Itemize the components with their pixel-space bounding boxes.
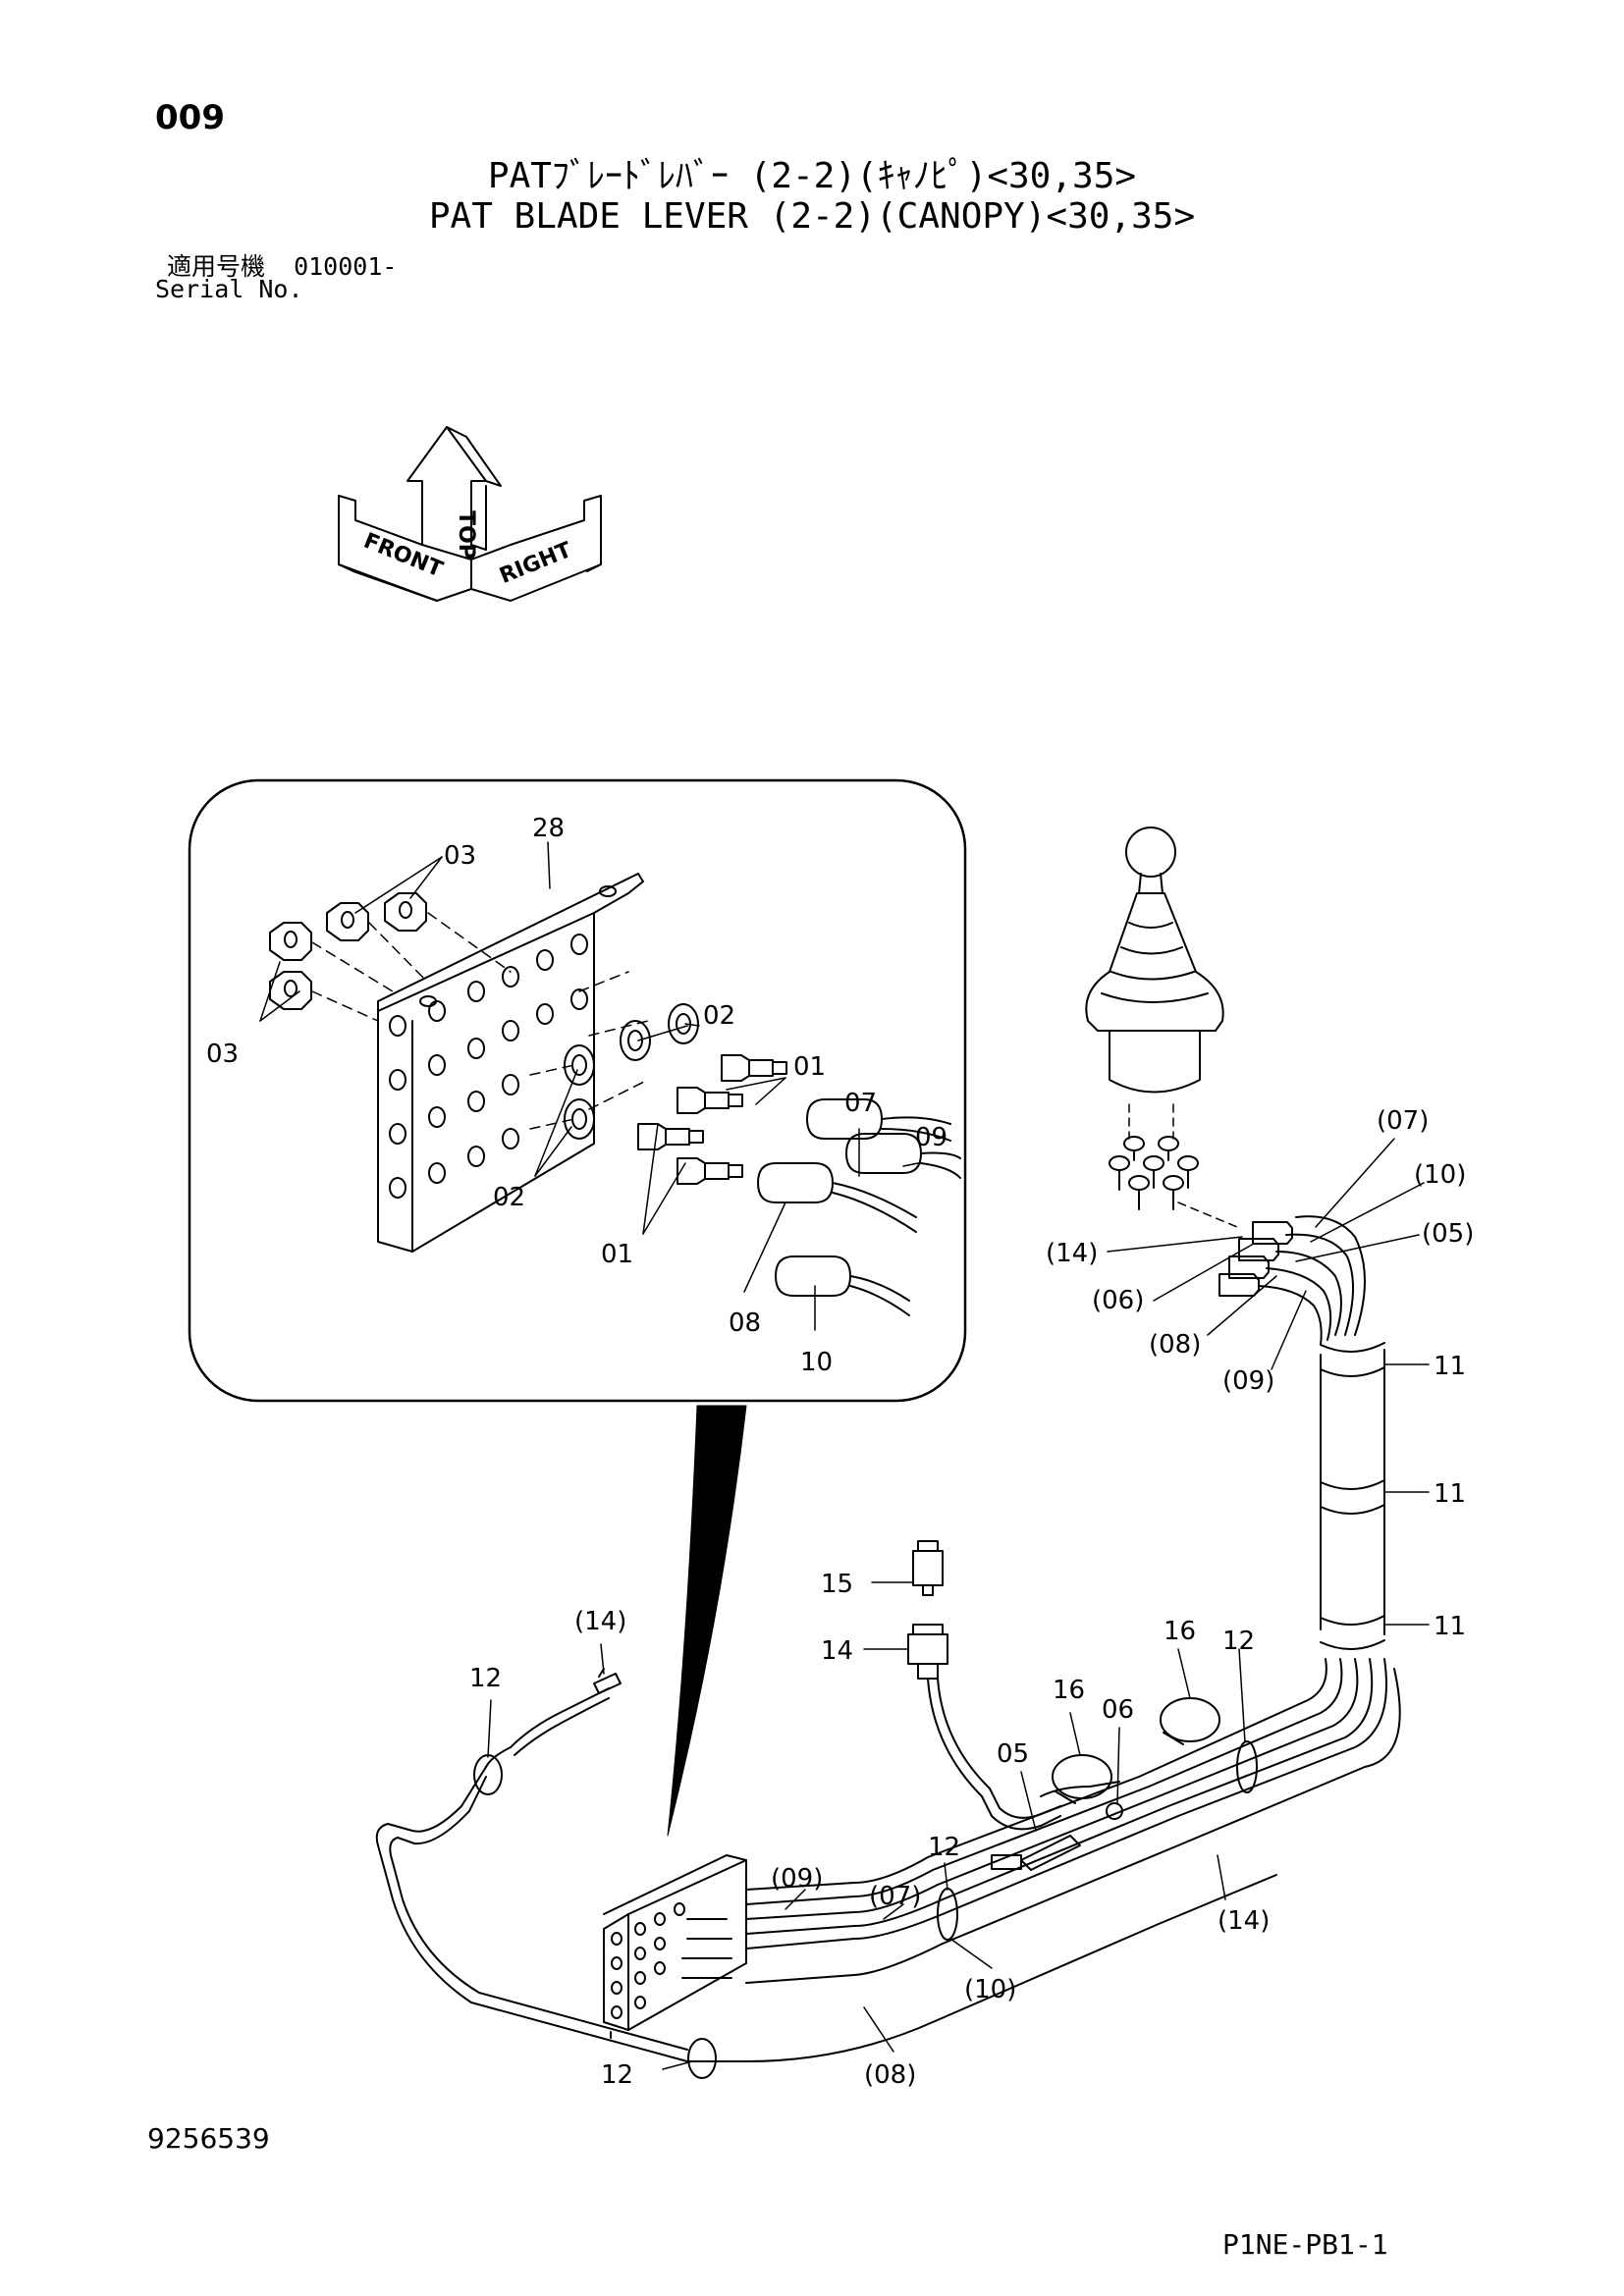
hose-bundle-upper — [1218, 1215, 1366, 1346]
callout-03-left: 03 — [206, 1040, 239, 1069]
callout-09: 09 — [915, 1123, 947, 1152]
callout-05: 05 — [997, 1739, 1029, 1769]
callout-01-top: 01 — [793, 1052, 826, 1082]
hose-ends — [757, 1098, 961, 1316]
pilot-valve-lever — [1085, 827, 1224, 1094]
callout-08-paren-lower: (08) — [864, 2060, 916, 2090]
page-code: P1NE-PB1-1 — [1222, 2228, 1388, 2261]
bracket-plate — [377, 873, 644, 1253]
callout-02-top: 02 — [703, 1001, 735, 1031]
left-wire-harness — [375, 1668, 1277, 2079]
valve-ports — [1109, 1136, 1199, 1210]
serial-value: 010001- — [294, 252, 398, 281]
callout-16-left: 16 — [1053, 1676, 1085, 1705]
bottom-bracket — [603, 1854, 747, 2039]
callout-07-paren: (07) — [1377, 1106, 1429, 1136]
assembly-lines — [311, 912, 649, 1130]
protector-tube — [1320, 1342, 1385, 1651]
right-arrow — [470, 495, 602, 602]
detail-leaders — [259, 841, 919, 1331]
callout-02-bottom: 02 — [493, 1183, 525, 1212]
orientation-indicator: TOP FRONT RIGHT — [338, 426, 602, 602]
callout-12-left: 12 — [469, 1664, 502, 1693]
serial-label-jp: 適用号機 — [167, 252, 266, 281]
callout-14-paren-upper: (14) — [1046, 1239, 1098, 1268]
drawing-number: 9256539 — [147, 2122, 270, 2155]
callout-11-bottom: 11 — [1434, 1612, 1466, 1641]
detail-frame — [188, 778, 967, 1403]
callout-15: 15 — [821, 1570, 853, 1599]
callout-05-paren: (05) — [1422, 1219, 1474, 1249]
top-label: TOP — [454, 510, 478, 560]
callout-11-top: 11 — [1434, 1352, 1466, 1381]
callout-14-paren-right: (14) — [1218, 1906, 1270, 1936]
callout-11-middle: 11 — [1434, 1479, 1466, 1509]
main-assembly: (07) (10) (05) (14) (06) (08) (09) 11 11… — [375, 827, 1474, 2090]
callout-08: 08 — [729, 1308, 761, 1338]
serial-applicability: 適用号機 010001- — [167, 247, 397, 283]
callout-28: 28 — [532, 814, 565, 843]
callout-10-paren-lower: (10) — [964, 1975, 1016, 2004]
callout-12-bottom: 12 — [601, 2060, 633, 2090]
callout-07-paren-lower: (07) — [869, 1882, 921, 1911]
detail-inset: 28 03 03 02 02 01 01 07 09 08 10 — [188, 778, 967, 1403]
callout-12-right: 12 — [1222, 1627, 1255, 1656]
hex-nuts — [269, 892, 427, 1010]
callout-08-paren-upper: (08) — [1149, 1330, 1201, 1360]
callout-09-paren-lower: (09) — [771, 1864, 823, 1894]
callout-06: 06 — [1102, 1695, 1134, 1725]
main-leaders — [487, 1138, 1430, 2070]
callout-12-center: 12 — [928, 1833, 960, 1862]
callout-06-paren: (06) — [1092, 1286, 1144, 1315]
harness-connector — [907, 1540, 1120, 1871]
page-number: 009 — [155, 98, 225, 137]
title-japanese: PATﾌﾞﾚｰﾄﾞﾚﾊﾞｰ (2-2)(ｷｬﾉﾋﾟ)<30,35> — [487, 156, 1137, 196]
band-clamps — [937, 1740, 1258, 1941]
callout-09-paren-upper: (09) — [1222, 1366, 1274, 1396]
callout-07: 07 — [844, 1089, 877, 1118]
hose-bundle-main — [745, 1658, 1401, 1984]
detail-pointer — [667, 1405, 747, 1837]
title-english: PAT BLADE LEVER (2-2)(CANOPY)<30,35> — [428, 196, 1196, 237]
callout-03-top: 03 — [444, 841, 476, 871]
washers — [564, 1003, 699, 1140]
callout-14: 14 — [821, 1636, 853, 1666]
callout-01-bottom: 01 — [601, 1240, 633, 1269]
callout-10-paren: (10) — [1414, 1160, 1466, 1190]
callout-16-right: 16 — [1164, 1617, 1196, 1646]
fittings — [637, 1054, 787, 1185]
serial-label-en: Serial No. — [155, 275, 303, 303]
lever-assembly-lines — [1128, 1103, 1238, 1228]
callout-14-paren-left: (14) — [574, 1607, 626, 1636]
callout-10: 10 — [800, 1348, 833, 1377]
bracket-holes — [389, 934, 588, 1199]
